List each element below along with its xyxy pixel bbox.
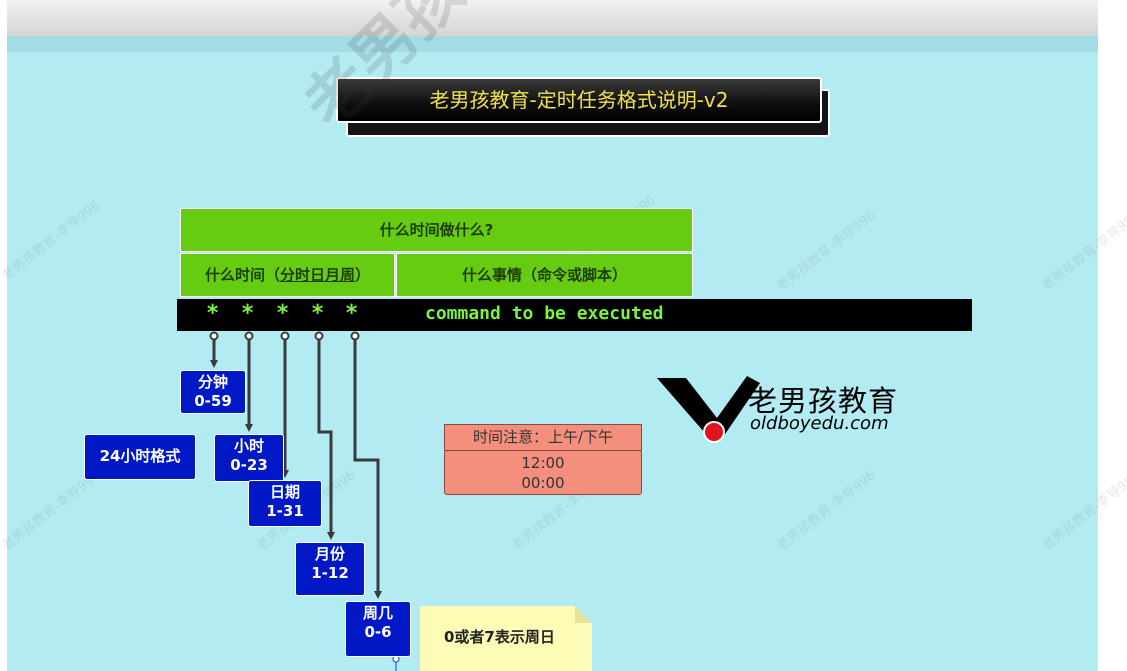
connector-weekday <box>353 336 382 599</box>
header-when: 什么时间（分时日月周） <box>180 253 395 297</box>
dot-hour <box>244 331 254 341</box>
logo-icon <box>657 376 760 443</box>
field-minute-range: 0-59 <box>194 392 232 410</box>
star-hour: * <box>241 301 255 326</box>
star-minute: * <box>206 301 220 326</box>
field-hour-name: 小时 <box>233 437 264 455</box>
diagram-canvas <box>7 36 1098 671</box>
dot-month <box>314 331 324 341</box>
command-text: command to be executed <box>425 303 664 324</box>
field-minute-name: 分钟 <box>197 373 228 391</box>
field-month: 月份 1-12 <box>295 542 365 596</box>
header-when-prefix: 什么时间（ <box>204 266 280 284</box>
weekday-note: 0或者7表示周日 <box>420 606 592 671</box>
command-bar: * * * * * command to be executed <box>177 299 972 331</box>
star-month: * <box>311 301 325 326</box>
header-when-fields: 分时日月周 <box>279 266 355 284</box>
header-what-when: 什么时间做什么? <box>180 208 693 252</box>
field-weekday-range: 0-6 <box>364 623 392 641</box>
field-weekday-name: 周几 <box>362 604 393 622</box>
field-hour-range: 0-23 <box>230 456 268 474</box>
field-month-range: 1-12 <box>311 564 349 582</box>
logo-text-en: oldboyedu.com <box>750 413 889 434</box>
dot-weekday <box>350 331 360 341</box>
field-minute: 分钟 0-59 <box>180 370 246 414</box>
field-weekday: 周几 0-6 <box>345 601 411 657</box>
star-day: * <box>276 301 290 326</box>
field-day-range: 1-31 <box>266 502 304 520</box>
time-notice-line2: 00:00 <box>521 474 565 492</box>
field-day-name: 日期 <box>269 483 300 501</box>
hour-format-label: 24小时格式 <box>84 434 196 480</box>
field-hour: 小时 0-23 <box>214 434 284 482</box>
time-notice-body: 12:00 00:00 <box>444 450 642 495</box>
note-fold <box>575 606 592 623</box>
logo-text-cn: 老男孩教育 <box>748 384 899 418</box>
star-weekday: * <box>345 301 359 326</box>
time-notice-heading: 时间注意：上午/下午 <box>444 424 642 451</box>
field-month-name: 月份 <box>314 545 345 563</box>
time-notice-line1: 12:00 <box>521 454 565 472</box>
connector-month <box>317 336 335 540</box>
top-strip <box>7 0 1098 36</box>
dot-minute <box>209 331 219 341</box>
header-what: 什么事情（命令或脚本） <box>396 253 693 297</box>
dot-day <box>280 331 290 341</box>
field-day: 日期 1-31 <box>248 480 322 527</box>
page-title: 老男孩教育-定时任务格式说明-v2 <box>336 77 822 123</box>
header-when-suffix: ） <box>355 266 371 284</box>
